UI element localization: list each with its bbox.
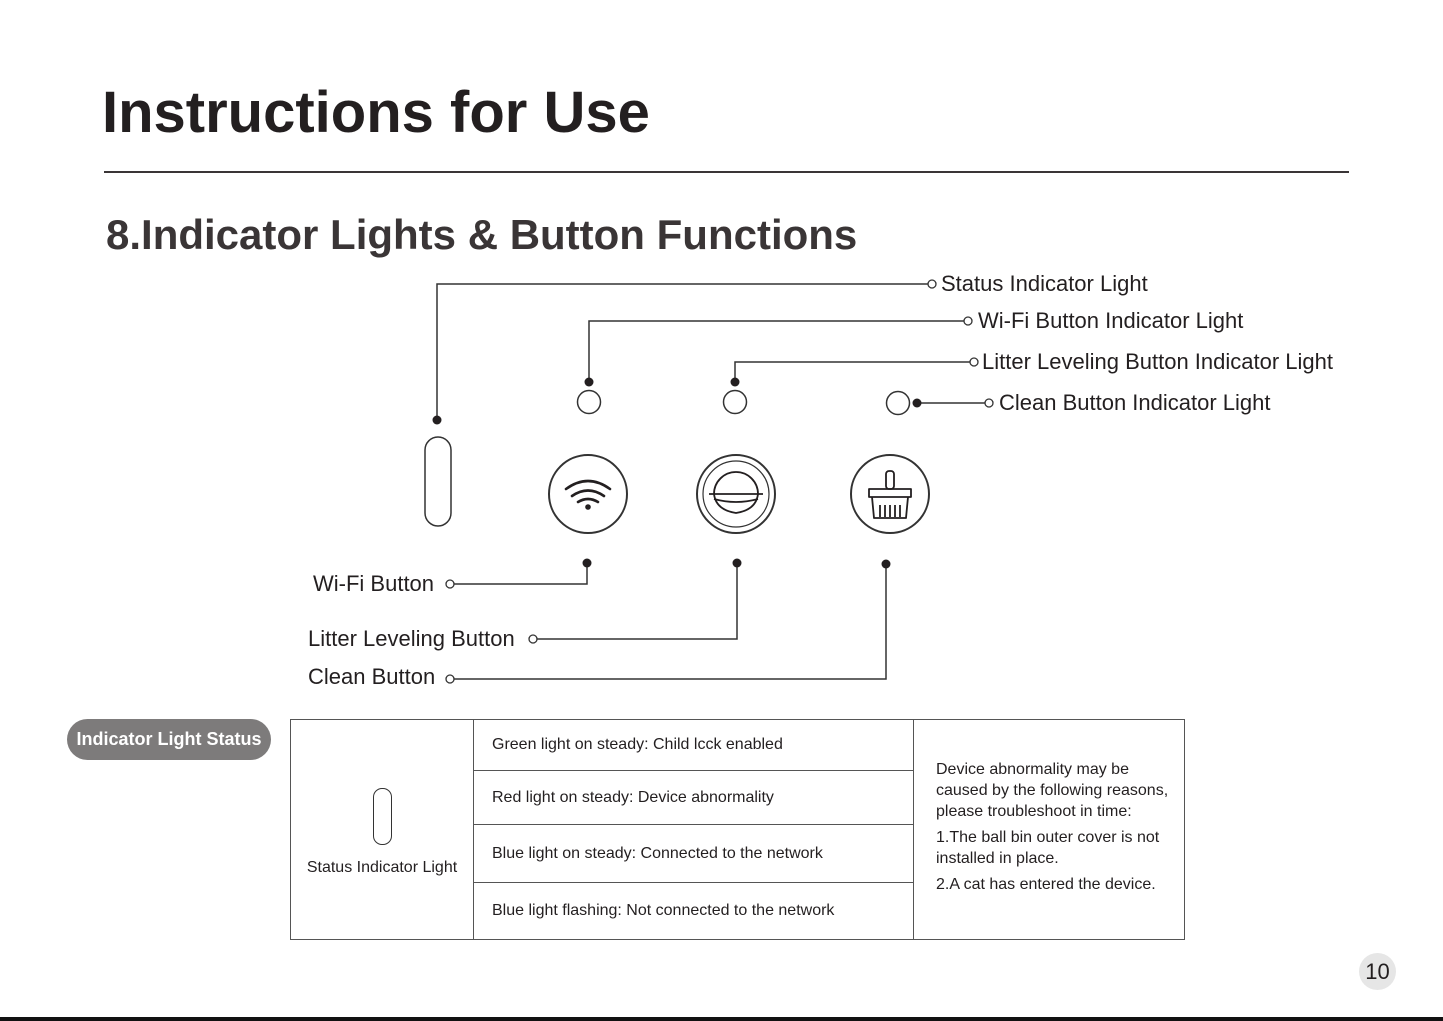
wifi-indicator-light (576, 389, 602, 415)
clean-button-leader-line (454, 564, 887, 680)
leveling-button-leader-line (537, 563, 738, 640)
litter-leveling-icon (709, 471, 763, 514)
indicator-label: Status Indicator Light (306, 859, 458, 876)
indicator-cell: Status Indicator Light (290, 719, 474, 940)
clean-button-label: Clean Button (308, 664, 436, 689)
leveling-light-leader-line (734, 361, 970, 382)
status-indicator-light (424, 436, 452, 527)
table-row: Status Indicator Light Green light on st… (290, 719, 1185, 940)
cause-cell: Device abnormality may be caused by the … (913, 719, 1185, 940)
wifi-indicator-light-label: Wi-Fi Button Indicator Light (978, 308, 1244, 333)
clean-button[interactable] (850, 454, 930, 534)
table-row: Blue light flashing: Not connected to th… (291, 882, 1185, 940)
page-number: 10 (1359, 953, 1396, 990)
clean-indicator-light-label: Clean Button Indicator Light (999, 390, 1271, 415)
wifi-icon (564, 479, 612, 504)
title-divider (104, 171, 1349, 173)
state-cell: Green light on steady: Child lcck enable… (473, 719, 914, 771)
wifi-button-label: Wi-Fi Button (313, 571, 435, 596)
wifi-button-leader-line (454, 563, 588, 585)
table-row: Blue light on steady: Connected to the n… (291, 824, 1185, 883)
leveling-button-label: Litter Leveling Button (308, 626, 515, 651)
bottom-border (0, 1017, 1443, 1021)
indicator-status-badge: Indicator Light Status (67, 719, 271, 760)
state-cell: Blue light on steady: Connected to the n… (473, 824, 914, 883)
status-indicator-light-label: Status Indicator Light (941, 271, 1148, 296)
cause-reason-1: 1.The ball bin outer cover is not instal… (936, 829, 1160, 867)
page-title: Instructions for Use (102, 80, 650, 145)
litter-leveling-button[interactable] (696, 454, 776, 534)
indicator-status-table: Status Indicator Light Green light on st… (290, 719, 1185, 940)
cause-intro: Device abnormality may be caused by the … (936, 761, 1169, 820)
state-cell: Blue light flashing: Not connected to th… (473, 882, 914, 940)
state-cell: Red light on steady: Device abnormality (473, 770, 914, 825)
clean-brush-icon (868, 470, 912, 519)
status-light-leader-line (436, 283, 928, 420)
leveling-indicator-light (722, 389, 748, 415)
status-indicator-shape (373, 788, 392, 845)
leveling-indicator-light-label: Litter Leveling Button Indicator Light (982, 349, 1334, 374)
wifi-light-leader-line (588, 320, 964, 382)
cause-reason-2: 2.A cat has entered the device. (936, 876, 1156, 893)
table-row: Red light on steady: Device abnormality (291, 770, 1185, 825)
clean-indicator-light (885, 390, 911, 416)
wifi-button[interactable] (548, 454, 628, 534)
section-title: 8.Indicator Lights & Button Functions (106, 211, 858, 258)
